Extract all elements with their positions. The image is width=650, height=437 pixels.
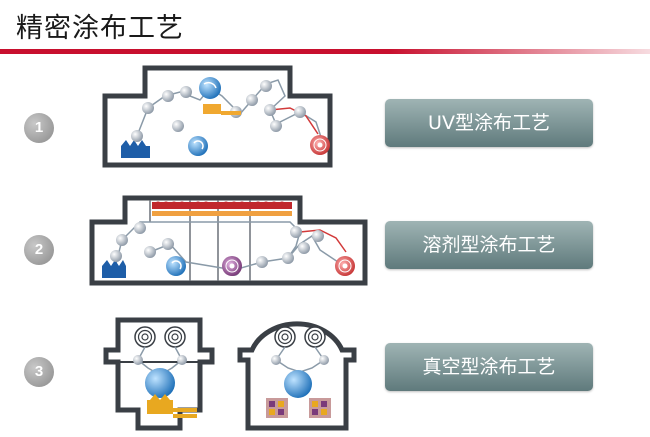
- uv-coating-tray: [121, 146, 150, 158]
- process-number-1: 1: [24, 113, 54, 143]
- vacuum-chamber-left-wall: [103, 317, 215, 431]
- page-title: 精密涂布工艺: [16, 13, 184, 44]
- solvent-unwind-roll: [166, 256, 186, 276]
- vacuum-right-sputter-targets: [266, 398, 331, 418]
- process-label-uv[interactable]: UV型涂布工艺: [385, 99, 593, 147]
- title-underline: [0, 49, 650, 54]
- vacuum-left-main-drum: [145, 368, 175, 398]
- vacuum-left-source: [147, 400, 173, 414]
- vacuum-right-main-drum: [284, 370, 312, 398]
- process-label-solvent[interactable]: 溶剂型涂布工艺: [385, 221, 593, 269]
- uv-chamber-wall: [102, 65, 333, 168]
- uv-lamp: [203, 104, 221, 114]
- process-number-2: 2: [24, 235, 54, 265]
- vacuum-coating-diagram-left: [103, 317, 215, 431]
- vacuum-coating-diagram-right: [237, 321, 357, 431]
- process-label-vacuum[interactable]: 真空型涂布工艺: [385, 343, 593, 391]
- solvent-web-path-red: [299, 229, 347, 253]
- vacuum-left-spiral-rolls: [134, 326, 186, 348]
- solvent-coating-diagram: [89, 195, 368, 286]
- vacuum-chamber-right-wall: [237, 321, 357, 431]
- solvent-coating-tray: [102, 266, 126, 278]
- uv-unwind-roll: [188, 136, 208, 156]
- solvent-dryer-heaters: [152, 201, 292, 216]
- process-number-3: 3: [24, 357, 54, 387]
- uv-coating-diagram: [102, 65, 333, 168]
- solvent-chamber-wall: [89, 195, 368, 286]
- vacuum-right-spiral-rolls: [274, 326, 326, 348]
- uv-main-roller: [199, 77, 221, 99]
